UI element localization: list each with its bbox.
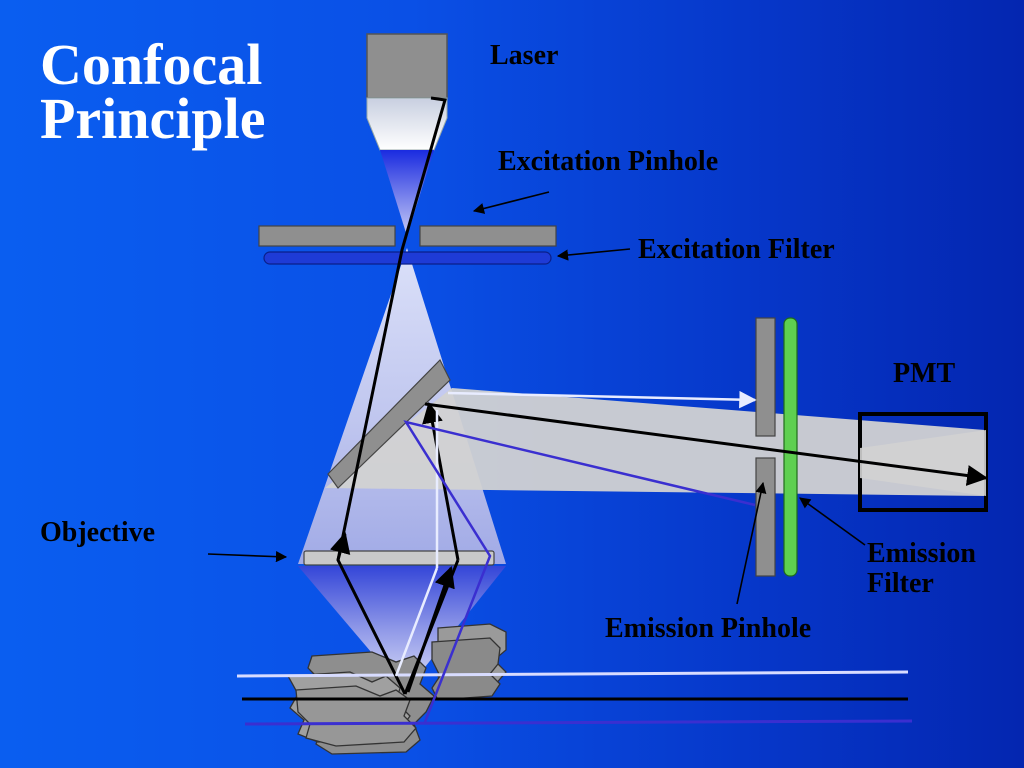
emission-filter-label-line-1: Emission bbox=[867, 538, 976, 569]
ray-segment bbox=[394, 567, 439, 677]
laser-beam-cone bbox=[380, 150, 434, 236]
excitation-pinhole-pointer bbox=[472, 191, 550, 214]
laser-body bbox=[366, 33, 448, 99]
excitation-filter bbox=[263, 251, 552, 265]
emission-pinhole-plate-bottom bbox=[755, 457, 776, 577]
focal-plane-below bbox=[244, 719, 913, 726]
objective-label: Objective bbox=[40, 517, 156, 548]
pmt-beam bbox=[860, 430, 986, 496]
title-line-1: Confocal bbox=[40, 32, 263, 97]
ray-segment bbox=[447, 390, 757, 409]
label-pointers bbox=[207, 191, 866, 605]
title-line-2: Principle bbox=[40, 86, 266, 151]
emission-filter bbox=[783, 317, 798, 577]
ray-segment bbox=[403, 420, 756, 723]
emission-pinhole-plate-top bbox=[755, 317, 776, 437]
specimen-layer bbox=[295, 685, 417, 747]
below-focus-ray-path bbox=[403, 420, 756, 723]
laser-label: Laser bbox=[490, 40, 559, 71]
excitation-pinhole-plate-right bbox=[419, 225, 557, 247]
laser-nozzle bbox=[366, 97, 448, 151]
ray-arrow bbox=[329, 531, 351, 561]
above-focus-ray-path bbox=[394, 390, 757, 677]
pmt-label: PMT bbox=[893, 358, 956, 389]
excitation-filter-pointer bbox=[556, 248, 631, 261]
excitation-pinhole-plate-left bbox=[258, 225, 396, 247]
emission-pinhole-label: Emission Pinhole bbox=[605, 613, 812, 644]
ray-segment bbox=[336, 96, 447, 695]
specimen-layer bbox=[431, 637, 501, 701]
emission-beam bbox=[325, 388, 985, 496]
focus-cone bbox=[298, 566, 506, 692]
slide-title: Confocal Principle bbox=[40, 32, 266, 151]
emission-filter-label-line-2: Filter bbox=[867, 568, 934, 599]
ray-segment bbox=[424, 402, 989, 486]
emission-pinhole-pointer bbox=[736, 481, 767, 605]
excitation-pinhole-label: Excitation Pinhole bbox=[498, 146, 719, 177]
focal-plane-above bbox=[236, 670, 909, 678]
objective-lens bbox=[303, 550, 495, 566]
excitation-filter-label: Excitation Filter bbox=[638, 234, 835, 265]
objective-pointer bbox=[207, 551, 288, 563]
emission-filter-pointer bbox=[799, 497, 866, 546]
ray-arrow bbox=[406, 566, 455, 693]
